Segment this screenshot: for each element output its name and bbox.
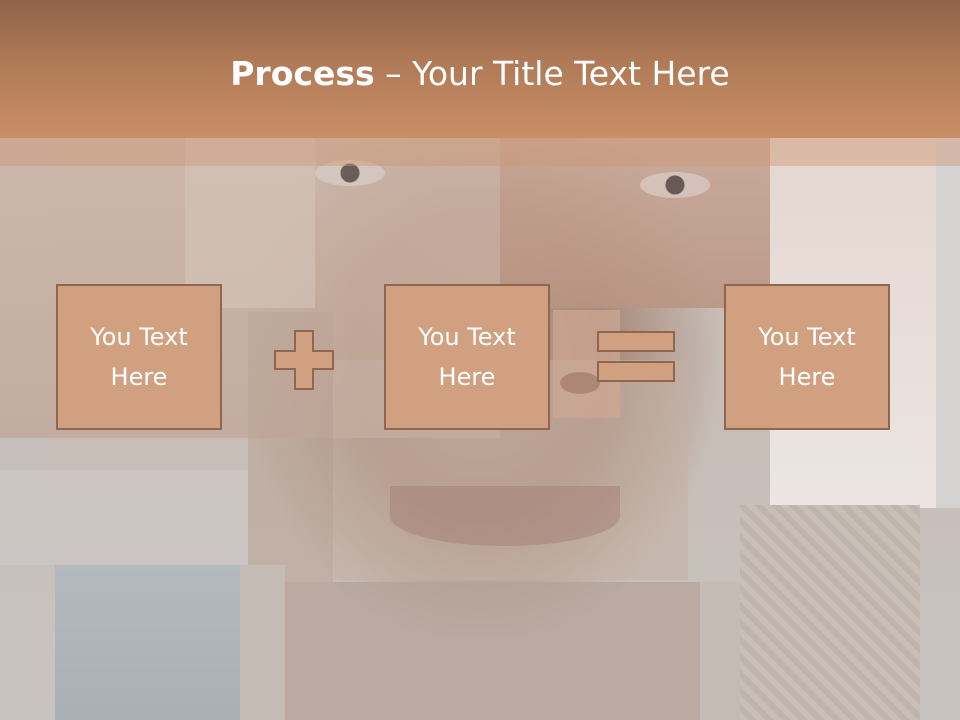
title-bar-fade [0,138,960,166]
equals-icon [597,331,675,382]
slide-title-bold: Process [230,54,375,93]
collage-tile [285,582,700,720]
process-box-1[interactable]: You Text Here [56,284,222,430]
collage-tile [700,582,740,720]
collage-tile [0,470,248,565]
collage-tile [740,505,920,720]
process-box-3-label: You Text Here [758,323,856,391]
face-eye [640,172,710,198]
face-mouth [390,486,620,546]
collage-tile [55,565,245,720]
collage-tile [240,565,285,720]
process-box-2[interactable]: You Text Here [384,284,550,430]
process-box-1-label: You Text Here [90,323,188,391]
collage-tile [936,138,960,508]
collage-tile [500,138,770,308]
collage-tile [185,138,315,308]
process-box-2-label: You Text Here [418,323,516,391]
slide-title[interactable]: Process – Your Title Text Here [0,54,960,94]
slide-title-rest: – Your Title Text Here [374,54,730,93]
process-box-3[interactable]: You Text Here [724,284,890,430]
title-bar [0,0,960,138]
plus-icon [274,330,334,390]
face-nose [560,372,600,394]
face-eye [315,160,385,186]
